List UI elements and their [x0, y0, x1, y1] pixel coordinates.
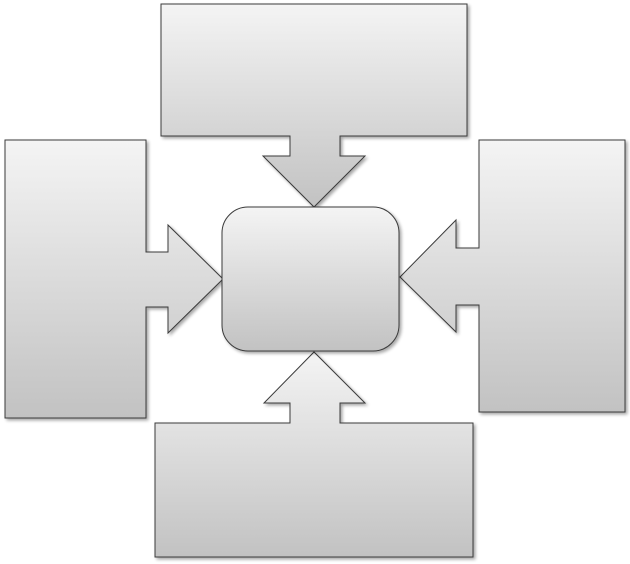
left-arrow-shape: [4, 139, 224, 419]
left-block: [4, 139, 224, 419]
bottom-arrow-shape: [154, 351, 474, 558]
right-block: [399, 139, 626, 413]
center-rounded-rect: [221, 206, 400, 352]
top-block: [160, 3, 468, 208]
right-arrow-shape: [399, 139, 626, 413]
center-block: [221, 206, 400, 352]
bottom-block: [154, 351, 474, 558]
top-arrow-shape: [160, 3, 468, 208]
